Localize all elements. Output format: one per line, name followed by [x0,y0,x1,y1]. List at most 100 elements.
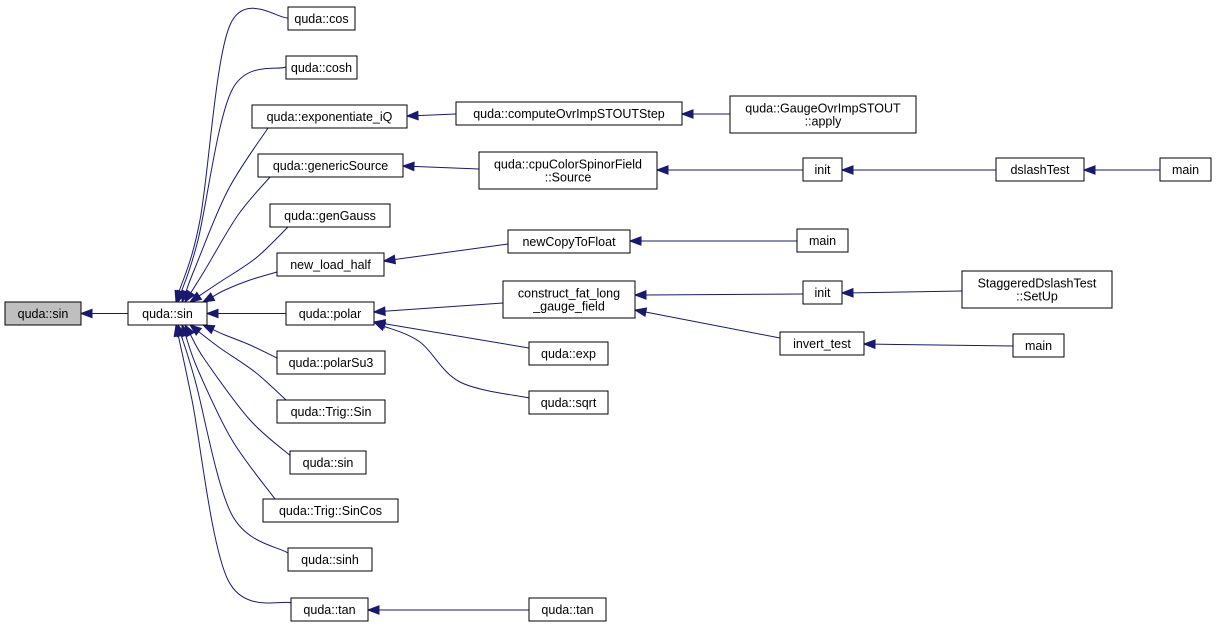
edge-line [873,343,1014,347]
node-label: quda::tan [303,603,355,617]
node-label: quda::polarSu3 [289,356,374,370]
node-n24[interactable]: quda::polarSu3 [276,350,386,375]
node-box[interactable] [802,280,843,305]
node-box[interactable] [796,228,849,253]
node-n23[interactable]: quda::sqrt [528,390,609,415]
edge-arrowhead [655,165,669,175]
node-n1[interactable]: quda::sin [127,301,208,326]
edge-line [211,328,278,359]
node-n11[interactable]: main [1159,157,1212,182]
node-box[interactable] [257,153,404,178]
node-label: quda::exponentiate_iQ [267,110,393,124]
node-label: quda::sinh [301,553,359,567]
node-n16[interactable]: quda::polar [285,301,375,326]
node-box[interactable] [287,547,373,572]
node-box[interactable] [276,350,386,375]
node-label: quda::cos [294,12,348,26]
node-n6[interactable]: quda::GaugeOvrImpSTOUT::apply [729,95,917,134]
edge-n6-n5 [680,109,730,119]
node-label: init [815,286,832,300]
node-n20[interactable]: invert_test [779,331,865,356]
node-n30[interactable]: quda::tan [528,597,607,622]
edge-arrowhead [633,290,647,300]
node-n9[interactable]: init [802,157,843,182]
node-n10[interactable]: dslashTest [995,157,1085,182]
edge-arrowhead [628,236,642,246]
node-box[interactable] [729,95,917,134]
node-box[interactable] [269,203,391,228]
node-box[interactable] [995,157,1085,182]
node-n15[interactable]: main [796,228,849,253]
edge-arrowhead [382,254,397,265]
node-label: quda::sin [18,307,69,321]
node-n19[interactable]: StaggeredDslashTest::SetUp [961,270,1113,309]
node-box[interactable] [285,301,375,326]
node-label: quda::sin [303,456,354,470]
edge-n22-n16 [372,319,530,349]
edge-arrowhead [173,323,184,338]
node-box[interactable] [528,341,609,366]
node-label: init [815,163,832,177]
node-n29[interactable]: quda::tan [290,597,369,622]
node-n0[interactable]: quda::sin [4,301,82,326]
edge-n30-n29 [366,605,529,615]
node-box[interactable] [290,597,369,622]
edge-n25-n1 [188,324,287,401]
node-label: quda::sqrt [541,396,597,410]
node-box[interactable] [4,301,82,326]
edge-line [382,325,530,399]
edge-n12-n1 [188,226,289,303]
node-box[interactable] [802,157,843,182]
node-box[interactable] [276,399,386,424]
node-n17[interactable]: construct_fat_long_gauge_field [502,280,636,319]
node-n12[interactable]: quda::genGauss [269,203,391,228]
node-box[interactable] [251,104,408,129]
edge-line [180,66,287,293]
edge-n15-n14 [628,236,797,246]
edge-n10-n9 [840,165,996,175]
node-box[interactable] [478,151,658,190]
node-n27[interactable]: quda::Trig::SinCos [262,498,399,523]
edge-arrowhead [372,306,386,317]
node-box[interactable] [528,390,609,415]
node-n22[interactable]: quda::exp [528,341,609,366]
node-box[interactable] [961,270,1113,309]
node-label: quda::Trig::Sin [291,405,372,419]
node-n26[interactable]: quda::sin [289,450,367,475]
node-box[interactable] [127,301,208,326]
node-label: invert_test [793,337,851,351]
node-box[interactable] [285,55,358,80]
node-n18[interactable]: init [802,280,843,305]
node-box[interactable] [287,6,356,31]
edge-n18-n17 [633,290,804,300]
node-n25[interactable]: quda::Trig::Sin [276,399,386,424]
edge-line [383,323,530,349]
node-box[interactable] [502,280,636,319]
edge-n24-n1 [201,324,278,359]
node-n3[interactable]: quda::cosh [285,55,358,80]
node-n8[interactable]: quda::cpuColorSpinorField::Source [478,151,658,190]
node-box[interactable] [289,450,367,475]
node-n5[interactable]: quda::computeOvrImpSTOUTStep [455,101,683,126]
edge-line [177,334,293,604]
node-n4[interactable]: quda::exponentiate_iQ [251,104,408,129]
node-n7[interactable]: quda::genericSource [257,153,404,178]
edge-arrowhead [188,291,203,303]
node-n13[interactable]: new_load_half [276,252,385,277]
node-box[interactable] [507,229,631,254]
node-box[interactable] [455,101,683,126]
edge-arrowhead [201,324,216,335]
node-box[interactable] [528,597,607,622]
node-box[interactable] [262,498,399,523]
node-box[interactable] [1012,333,1065,358]
node-n14[interactable]: newCopyToFloat [507,229,631,254]
node-box[interactable] [1159,157,1212,182]
edge-n5-n4 [405,110,457,121]
edge-line [184,334,276,500]
node-n21[interactable]: main [1012,333,1065,358]
node-n28[interactable]: quda::sinh [287,547,373,572]
node-box[interactable] [779,331,865,356]
node-box[interactable] [276,252,385,277]
node-n2[interactable]: quda::cos [287,6,356,31]
node-label: quda::cosh [291,61,352,75]
